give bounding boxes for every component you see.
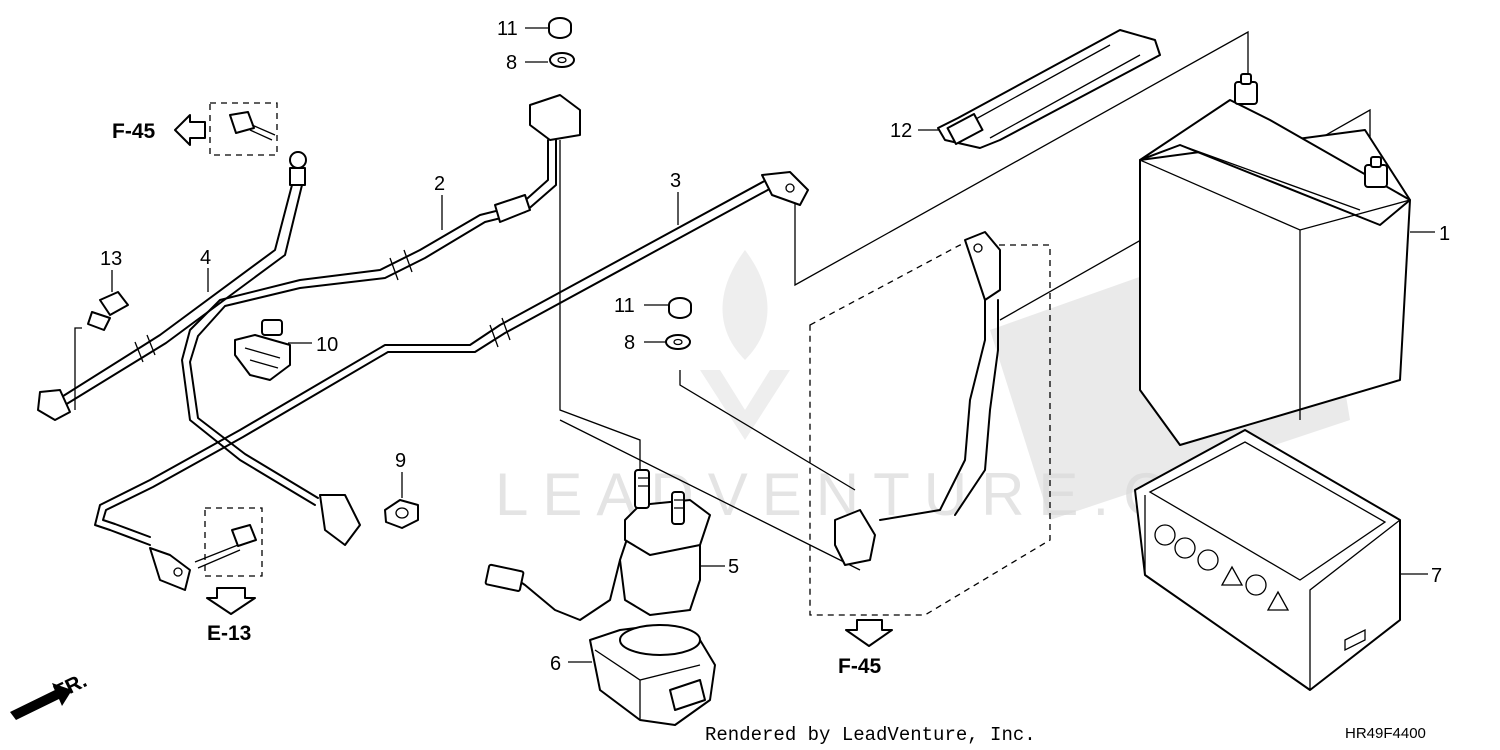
ref-arrow-e13-icon [206,587,256,615]
starter-relay [484,469,711,621]
nut-upper [548,17,572,39]
positive-cable-group-outline [809,244,1051,616]
starter-cable [181,94,581,546]
callout-8-middle: 8 [624,332,635,354]
ground-terminal-icon [149,547,191,591]
ref-arrow-f45-left-icon [174,114,206,146]
callout-10: 10 [316,334,338,356]
callout-6: 6 [550,653,561,675]
front-arrow-icon [10,683,72,720]
callout-9: 9 [395,450,406,472]
battery-strap [937,29,1161,149]
flange-bolt [87,291,129,331]
recycle-symbols-icon [1154,524,1290,611]
callout-8-upper: 8 [506,52,517,74]
washer-upper [549,52,575,68]
relay-cover [589,624,716,726]
callout-12: 12 [890,120,912,142]
ref-label-e13: E-13 [207,622,251,645]
battery-ground-cable [37,151,307,421]
cable-clamp [234,319,291,381]
starter-cable-assembly [834,231,1001,566]
callout-7: 7 [1431,565,1442,587]
ground-lug-icon [37,389,71,421]
callout-11-middle: 11 [614,295,635,317]
callout-13: 13 [100,248,122,270]
washer-middle [665,334,691,350]
callout-leaders [111,27,1435,663]
ref-arrow-f45-bottom-icon [845,619,893,647]
callout-1: 1 [1439,223,1450,245]
ref-label-f45-left: F-45 [112,120,156,143]
relay-connector-icon [484,563,525,592]
battery-terminal-negative-icon [1234,73,1258,105]
nut-9 [384,499,419,529]
ground-cable [94,171,809,591]
callout-2: 2 [434,173,445,195]
battery-box [1134,429,1401,691]
ref-label-f45-bottom: F-45 [838,655,882,678]
callout-4: 4 [200,247,211,269]
diagram-code: HR49F4400 [1345,725,1426,742]
f45-bolt-box [209,102,278,156]
battery [1139,73,1411,446]
callout-11-upper: 11 [497,18,518,40]
nut-middle [668,297,692,319]
callout-3: 3 [670,170,681,192]
callout-5: 5 [728,556,739,578]
solenoid-end-connector-icon [319,494,361,546]
footer-credit: Rendered by LeadVenture, Inc. [705,724,1036,746]
battery-terminal-positive-icon [1364,156,1388,188]
e13-bolt-box [194,507,263,577]
watermark-logo-icon [700,250,790,440]
